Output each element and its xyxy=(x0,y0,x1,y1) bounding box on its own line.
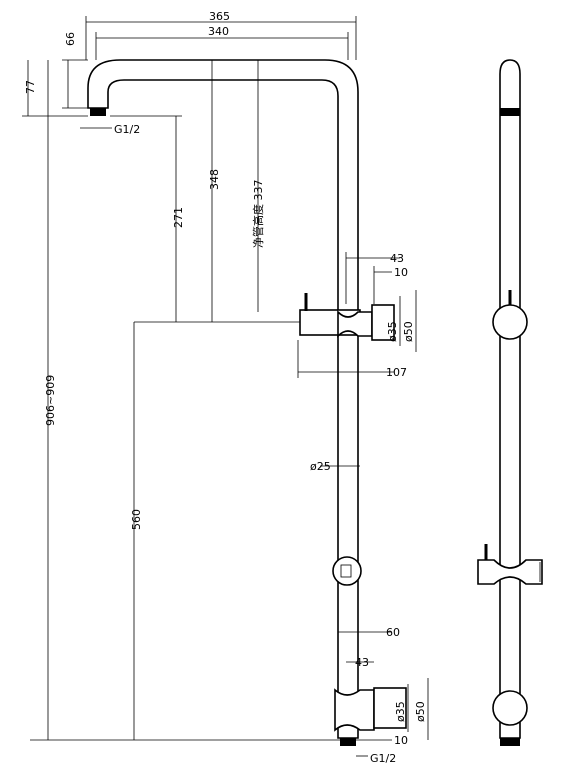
dim-lower-bottom: 10 xyxy=(394,734,408,747)
riser-pipe-outline xyxy=(87,59,359,739)
slider-clip xyxy=(340,564,352,578)
dim-lower-dia-large: ø50 xyxy=(414,701,427,722)
dimension-lines xyxy=(22,16,429,741)
dim-lower-depth: 43 xyxy=(355,656,369,669)
dim-left-outer: 77 xyxy=(24,80,37,94)
dim-upper-dia-large: ø50 xyxy=(402,321,415,342)
dim-top-overall: 365 xyxy=(209,10,230,23)
side-top-nut xyxy=(500,108,520,116)
lower-valve-body xyxy=(334,688,375,732)
front-view: 365 340 66 77 906~909 271 348 净管高度 337 5… xyxy=(22,10,429,765)
dim-upper-handle-span: 107 xyxy=(386,366,407,379)
side-pipe xyxy=(499,59,521,739)
side-lower-valve xyxy=(492,690,528,726)
dim-lower-dia-small: ø35 xyxy=(394,701,407,722)
dim-upper-dia-small: ø35 xyxy=(386,321,399,342)
dim-spout-drop: 271 xyxy=(172,207,185,228)
slider-holder xyxy=(332,556,362,586)
dim-lower-width: 60 xyxy=(386,626,400,639)
thread-label-top: G1/2 xyxy=(114,123,140,136)
dim-left-small: 66 xyxy=(64,32,77,46)
dim-overall-height: 906~909 xyxy=(44,375,57,426)
side-view xyxy=(477,59,543,746)
dim-upper-outlet-width: 43 xyxy=(390,252,404,265)
dim-pipe-dia: ø25 xyxy=(310,460,331,473)
upper-outlet xyxy=(371,304,395,341)
bottom-thread-nut xyxy=(340,738,356,746)
top-thread-nut xyxy=(90,108,106,116)
side-slider-bracket xyxy=(477,559,543,585)
side-upper-valve xyxy=(492,304,528,340)
side-bottom-nut xyxy=(500,738,520,746)
dim-upper-outlet-depth: 10 xyxy=(394,266,408,279)
thread-label-bottom: G1/2 xyxy=(370,752,396,765)
dim-top-inner: 340 xyxy=(208,25,229,38)
dim-clearance: 净管高度 337 xyxy=(251,180,265,249)
dim-lower-section: 560 xyxy=(130,509,143,530)
lower-outlet xyxy=(373,687,407,729)
upper-valve-bulge xyxy=(337,310,373,338)
dim-arm-height: 348 xyxy=(208,169,221,190)
